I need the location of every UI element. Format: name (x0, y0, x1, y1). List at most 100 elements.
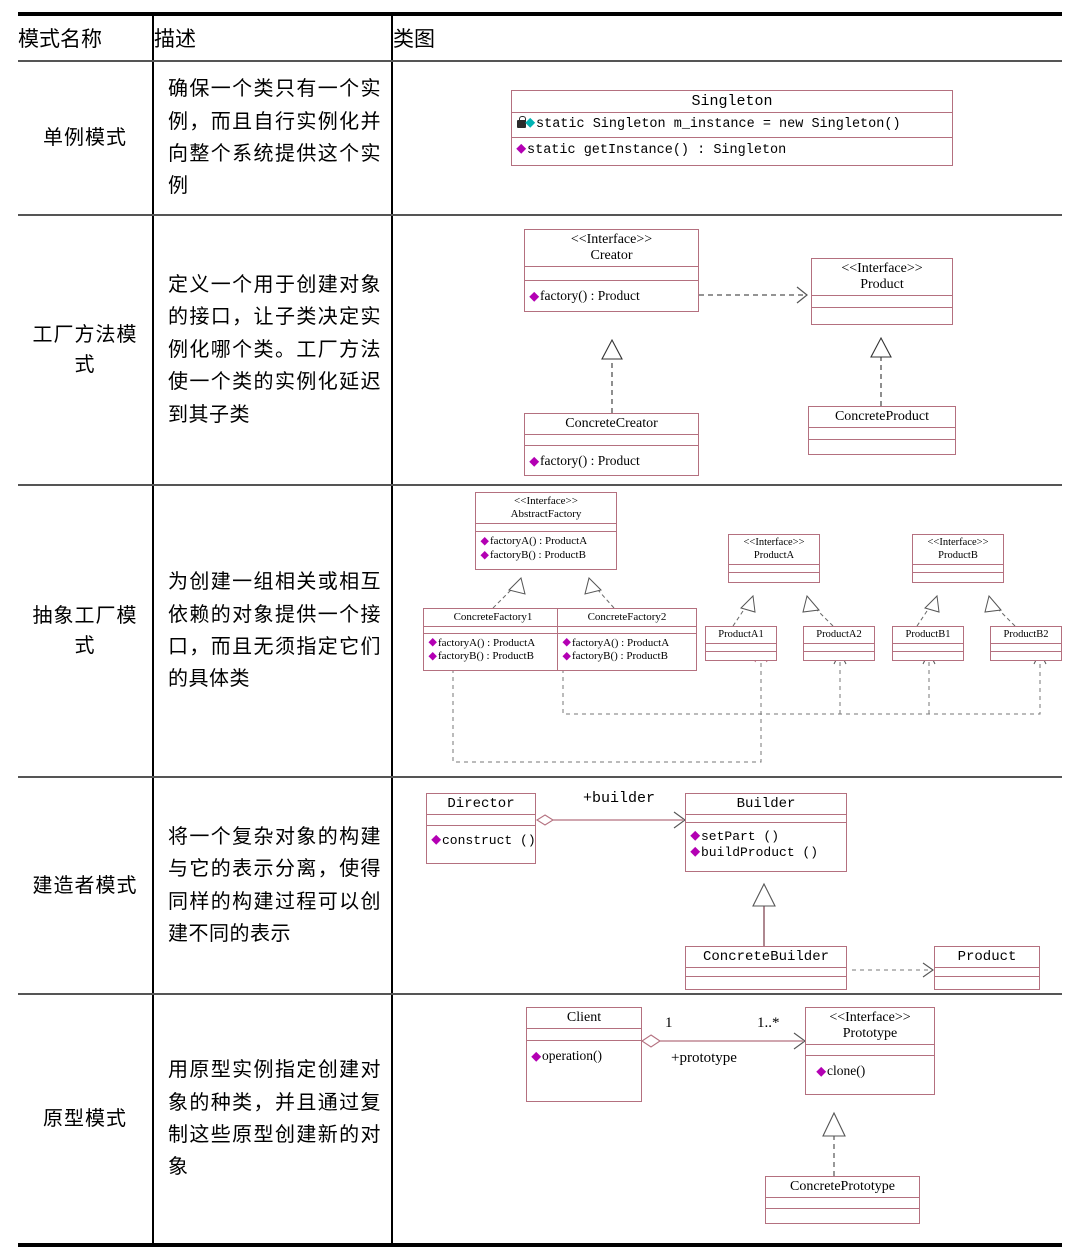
visibility-diamond-icon (531, 1051, 542, 1062)
pattern-name-factory-method: 工厂方法模式 (18, 215, 154, 486)
uml-member-text: factoryB() : ProductB (438, 650, 534, 663)
uml-name: ProductB (938, 549, 978, 561)
uml-member-text: clone() (827, 1063, 866, 1079)
association-label-builder: +builder (583, 790, 656, 807)
visibility-diamond-icon (562, 638, 571, 647)
uml-class-product-a1: ProductA1 (705, 626, 777, 662)
uml-class-abstract-factory: <<Interface>> AbstractFactory factoryA()… (475, 492, 617, 571)
uml-member-row: factoryB() : ProductB (427, 650, 559, 664)
uml-member-row: clone() (809, 1057, 931, 1080)
pattern-description-builder: 将一个复杂对象的构建与它的表示分离，使得同样的构建过程可以创建不同的表示 (153, 777, 393, 995)
uml-class-title: <<Interface>> Prototype (806, 1008, 934, 1046)
pattern-name-singleton: 单例模式 (18, 61, 154, 216)
association-label-prototype: +prototype (671, 1050, 737, 1066)
uml-member-text: factory() : Product (540, 288, 640, 304)
uml-member-row: construct () (430, 827, 536, 849)
visibility-diamond-icon (690, 830, 701, 841)
uml-class-title: ProductA1 (706, 627, 776, 645)
uml-class-product-b2: ProductB2 (990, 626, 1062, 662)
uml-member-row: setPart () (689, 824, 843, 845)
visibility-diamond-icon (428, 651, 437, 661)
column-header-pattern-name: 模式名称 (18, 12, 154, 62)
uml-class-prototype: <<Interface>> Prototype clone() (805, 1007, 935, 1096)
relationship-lines (601, 286, 892, 413)
class-diagram-abstract-factory: <<Interface>> AbstractFactory factoryA()… (392, 485, 1062, 778)
pattern-description-singleton: 确保一个类只有一个实例，而且自行实例化并向整个系统提供这个实例 (153, 61, 393, 216)
uml-class-director: Director construct () (426, 793, 536, 865)
uml-member-text: buildProduct () (701, 845, 819, 861)
uml-stereotype: <<Interface>> (743, 537, 805, 548)
uml-class-title: ProductA2 (804, 627, 874, 645)
uml-class-title: <<Interface>> AbstractFactory (476, 493, 616, 525)
uml-member-row: factoryA() : ProductA (479, 533, 613, 549)
uml-stereotype: <<Interface>> (570, 232, 653, 247)
table-row-factory-method: 工厂方法模式 定义一个用于创建对象的接口，让子类决定实例化哪个类。工厂方法使一个… (18, 215, 1062, 486)
design-patterns-table: 模式名称 描述 类图 单例模式 确保一个类只有一个实例，而且自行实例化并向整个系… (18, 12, 1062, 1247)
uml-class-title: Product (935, 947, 1039, 969)
pattern-name-builder: 建造者模式 (18, 777, 154, 995)
relationship-lines: Prototype --> (641, 1032, 846, 1176)
uml-class-singleton: Singleton static Singleton m_instance = … (511, 90, 953, 167)
visibility-diamond-icon (480, 550, 489, 560)
uml-class-concrete-factory-2: ConcreteFactory2 factoryA() : ProductA f… (557, 608, 697, 671)
uml-class-concrete-builder: ConcreteBuilder (685, 946, 847, 991)
uml-member-text: operation() (542, 1048, 602, 1064)
uml-class-product: Product (934, 946, 1040, 991)
uml-class-creator: <<Interface>> Creator factory() : Produc… (524, 229, 699, 313)
uml-class-client: Client operation() (526, 1007, 642, 1103)
visibility-diamond-icon (562, 651, 571, 661)
visibility-diamond-icon (525, 118, 536, 128)
uml-member-text: static getInstance() : Singleton (527, 143, 787, 159)
uml-member-row: static Singleton m_instance = new Single… (515, 114, 949, 134)
visibility-diamond-icon (516, 144, 527, 154)
table-row-singleton: 单例模式 确保一个类只有一个实例，而且自行实例化并向整个系统提供这个实例 Sin… (18, 61, 1062, 216)
visibility-diamond-icon (529, 456, 540, 467)
uml-class-concrete-creator: ConcreteCreator factory() : Product (524, 413, 699, 477)
uml-member-text: static Singleton m_instance = new Single… (536, 117, 901, 133)
uml-class-title: ConcretePrototype (766, 1177, 919, 1199)
table-row-prototype: 原型模式 用原型实例指定创建对象的种类，并且通过复制这些原型创建新的对象 Pro… (18, 994, 1062, 1247)
page: 模式名称 描述 类图 单例模式 确保一个类只有一个实例，而且自行实例化并向整个系… (0, 12, 1080, 1247)
uml-class-product-a2: ProductA2 (803, 626, 875, 662)
pattern-description-factory-method: 定义一个用于创建对象的接口，让子类决定实例化哪个类。工厂方法使一个类的实例化延迟… (153, 215, 393, 486)
uml-class-title: <<Interface>> ProductA (729, 535, 819, 566)
uml-member-row: factory() : Product (528, 447, 695, 470)
uml-member-row: static getInstance() : Singleton (515, 139, 949, 160)
uml-class-product-a: <<Interface>> ProductA (728, 534, 820, 584)
uml-member-row: factoryA() : ProductA (427, 635, 559, 651)
uml-stereotype: <<Interface>> (927, 537, 989, 548)
uml-member-text: setPart () (701, 829, 780, 845)
uml-class-concrete-product: ConcreteProduct (808, 406, 956, 456)
uml-member-text: factoryA() : ProductA (572, 636, 670, 649)
uml-class-title: ConcreteFactory2 (558, 609, 696, 627)
visibility-diamond-icon (529, 291, 540, 302)
static-lock-icon (517, 115, 526, 128)
pattern-description-prototype: 用原型实例指定创建对象的种类，并且通过复制这些原型创建新的对象 (153, 994, 393, 1247)
uml-member-text: factory() : Product (540, 453, 640, 469)
uml-class-title: Client (527, 1008, 641, 1030)
uml-class-builder: Builder setPart () buildProduct () (685, 793, 847, 873)
relationship-lines: Builder --> (535, 811, 934, 978)
uml-class-title: Director (427, 794, 535, 816)
uml-stereotype: <<Interface>> (829, 1010, 911, 1025)
uml-class-title: ConcreteCreator (525, 414, 698, 436)
class-diagram-prototype: Prototype --> Client operation() 1 (392, 994, 1062, 1247)
uml-class-concrete-prototype: ConcretePrototype (765, 1176, 920, 1225)
uml-stereotype: <<Interface>> (841, 261, 923, 276)
uml-class-title: ProductB2 (991, 627, 1061, 645)
uml-name: Prototype (842, 1026, 898, 1042)
uml-class-title: ConcreteProduct (809, 407, 955, 429)
uml-member-row: factory() : Product (528, 282, 695, 305)
uml-member-row: factoryB() : ProductB (479, 549, 613, 563)
uml-stereotype: <<Interface>> (514, 495, 578, 507)
uml-class-product-b1: ProductB1 (892, 626, 964, 662)
visibility-diamond-icon (690, 847, 701, 858)
uml-class-concrete-factory-1: ConcreteFactory1 factoryA() : ProductA f… (423, 608, 563, 671)
uml-class-product: <<Interface>> Product (811, 258, 953, 326)
uml-member-row: factoryA() : ProductA (561, 635, 693, 651)
uml-class-title: ConcreteBuilder (686, 947, 846, 969)
class-diagram-factory-method: <<Interface>> Creator factory() : Produc… (392, 215, 1062, 486)
column-header-description: 描述 (153, 12, 393, 62)
uml-member-text: construct () (442, 833, 536, 849)
uml-class-title: Builder (686, 794, 846, 816)
